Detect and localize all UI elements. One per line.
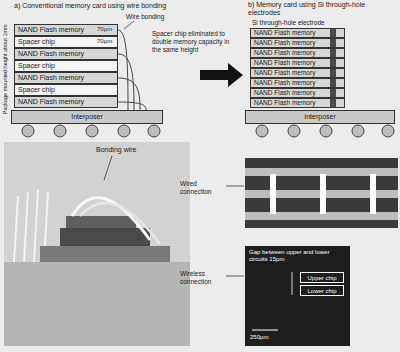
note: Gap between upper and lower circuits 15µ… [249, 249, 347, 263]
chip-label: NAND Flash memory [254, 59, 315, 67]
chip-label: Spacer chip [18, 38, 55, 46]
leader-line [104, 156, 112, 180]
solder-ball [118, 125, 130, 137]
chip-label: Spacer chip [18, 86, 55, 94]
transition-arrow [200, 63, 243, 87]
bonding-wire [80, 203, 160, 244]
gap-marker [292, 272, 293, 295]
chip-label: NAND Flash memory [18, 26, 84, 34]
solder-ball [288, 125, 300, 137]
callout: Si through-hole electrode [252, 19, 372, 27]
leader-line [226, 276, 244, 277]
bonding-wire [118, 102, 146, 110]
dimension: 70µm [97, 26, 117, 33]
bonding-wire [118, 30, 128, 110]
chip-stack [60, 228, 150, 246]
through-electrode [270, 174, 276, 214]
chip-label: Interposer [71, 113, 103, 121]
chip-label: NAND Flash memory [254, 39, 315, 47]
solder-ball [352, 125, 364, 137]
callout: Wired connection [180, 180, 226, 196]
memory-chip: NAND Flash memory [250, 68, 345, 78]
solder-ball [54, 125, 66, 137]
note: Spacer chip eliminated to double memory … [152, 30, 240, 53]
photo-background [4, 142, 190, 346]
leader-line [226, 186, 244, 187]
chip-label: NAND Flash memory [18, 74, 84, 82]
memory-chip: NAND Flash memory [250, 58, 345, 68]
chip-stack [66, 216, 136, 228]
pin [24, 192, 28, 262]
wireless-photo [245, 246, 350, 346]
through-electrode [320, 174, 326, 214]
leader-line [124, 21, 134, 29]
dimension: 250µm [250, 334, 284, 341]
callout: Wireless connection [180, 270, 226, 286]
panel-heading: a) Conventional memory card using wire b… [14, 2, 242, 10]
chip-label: NAND Flash memory [18, 98, 84, 106]
memory-chip: NAND Flash memory [250, 98, 345, 108]
memory-chip: NAND Flash memory [14, 48, 118, 60]
solder-balls [22, 125, 394, 137]
chip-label: NAND Flash memory [254, 99, 315, 107]
memory-chip: NAND Flash memory [14, 96, 118, 108]
memory-chip: NAND Flash memory [250, 48, 345, 58]
panel-heading: b) Memory card using Si through-hole ele… [248, 1, 398, 18]
bonding-wire [118, 78, 140, 110]
chip-label: NAND Flash memory [254, 79, 315, 87]
cross-section-photo [245, 158, 398, 228]
solder-ball [320, 125, 332, 137]
chip-label: NAND Flash memory [254, 89, 315, 97]
callout: Bonding wire [96, 146, 166, 154]
spacer-chip: Spacer chip [14, 84, 118, 96]
through-electrode [370, 174, 376, 214]
memory-chip: NAND Flash memory [14, 72, 118, 84]
chip-label: Interposer [304, 113, 336, 121]
solder-ball [256, 125, 268, 137]
chip-box: Lower chip [300, 285, 344, 296]
solder-ball [148, 125, 160, 137]
chip-box: Upper chip [300, 272, 344, 283]
axis-label: Package mounted height about 1mm [2, 17, 9, 121]
chip-label: Spacer chip [18, 62, 55, 70]
interposer: Interposer [11, 110, 163, 124]
photo-board [4, 262, 190, 346]
memory-chip: NAND Flash memory [250, 28, 345, 38]
memory-chip: NAND Flash memory [250, 38, 345, 48]
chip-label: Lower chip [307, 287, 336, 295]
memory-chip: NAND Flash memory [250, 88, 345, 98]
chip-label: NAND Flash memory [254, 29, 315, 37]
callout: Wire bonding [126, 13, 186, 21]
pin [14, 196, 18, 262]
memory-chip: NAND Flash memory [250, 78, 345, 88]
dimension: 70µm [97, 38, 117, 45]
solder-ball [382, 125, 394, 137]
pin [34, 190, 38, 262]
interposer: Interposer [245, 110, 395, 124]
chip-label: NAND Flash memory [254, 49, 315, 57]
chip-label: NAND Flash memory [18, 50, 84, 58]
solder-ball [86, 125, 98, 137]
chip-label: Upper chip [307, 274, 336, 282]
solder-ball [22, 125, 34, 137]
scale-bar [252, 330, 278, 331]
spacer-chip: Spacer chip [14, 60, 118, 72]
substrate [40, 246, 170, 262]
chip-label: NAND Flash memory [254, 69, 315, 77]
